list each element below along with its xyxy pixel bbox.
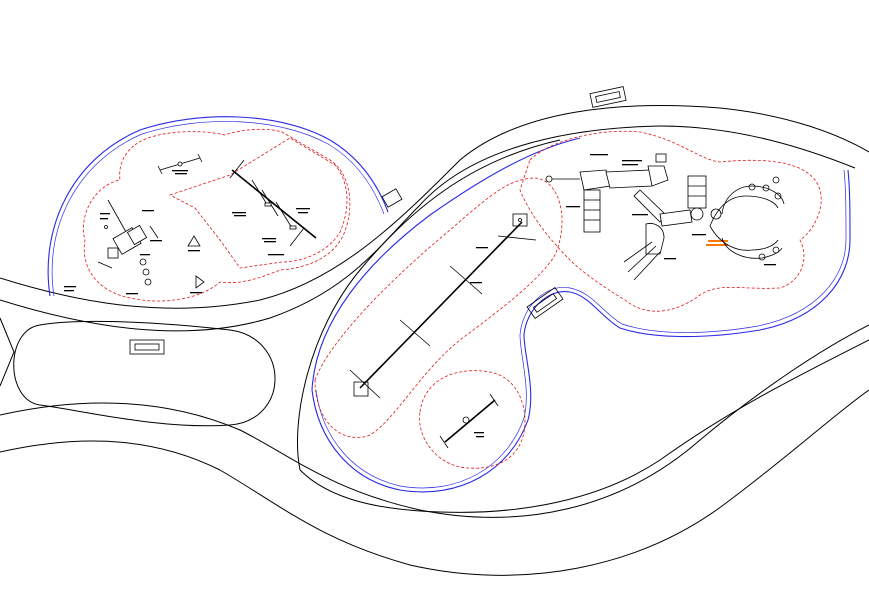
play-area-left-border (47, 116, 389, 297)
path-edge-lower-2 (0, 389, 869, 576)
play-area-left (47, 116, 403, 302)
safety-zone-right-main (519, 130, 822, 312)
safety-zone-zipline (314, 177, 563, 438)
path-edge-upper-inner (0, 125, 856, 332)
seesaw-left (157, 153, 203, 175)
play-area-center-border-bottom (311, 169, 851, 493)
play-area-right (519, 130, 822, 312)
bench-top (589, 86, 627, 108)
walking-paths (0, 105, 869, 576)
site-sign-left (381, 188, 403, 208)
swing-set-left (229, 159, 317, 256)
crawl-tunnel (709, 176, 785, 266)
play-area-center (311, 137, 851, 493)
play-area-center-border (311, 137, 581, 391)
bench-center (526, 286, 564, 320)
oval-field (13, 320, 276, 427)
safety-zone-seesaw (419, 370, 526, 469)
bench-oval (129, 339, 165, 355)
safety-zone-left-swing (168, 137, 348, 269)
path-inner-loop (297, 139, 561, 471)
zipline (349, 213, 537, 399)
path-edge-lower-1 (0, 324, 869, 518)
play-structure-right (545, 153, 728, 281)
left-edge-wedge (0, 317, 15, 387)
safety-zone-left-main (83, 128, 351, 302)
seesaw-lower (439, 393, 499, 449)
play-area-left-border-inner (51, 121, 385, 297)
path-lower-curve (299, 339, 869, 513)
play-structure-left (64, 199, 162, 295)
path-edge-upper (0, 105, 869, 309)
triangle-climbers (187, 235, 205, 294)
